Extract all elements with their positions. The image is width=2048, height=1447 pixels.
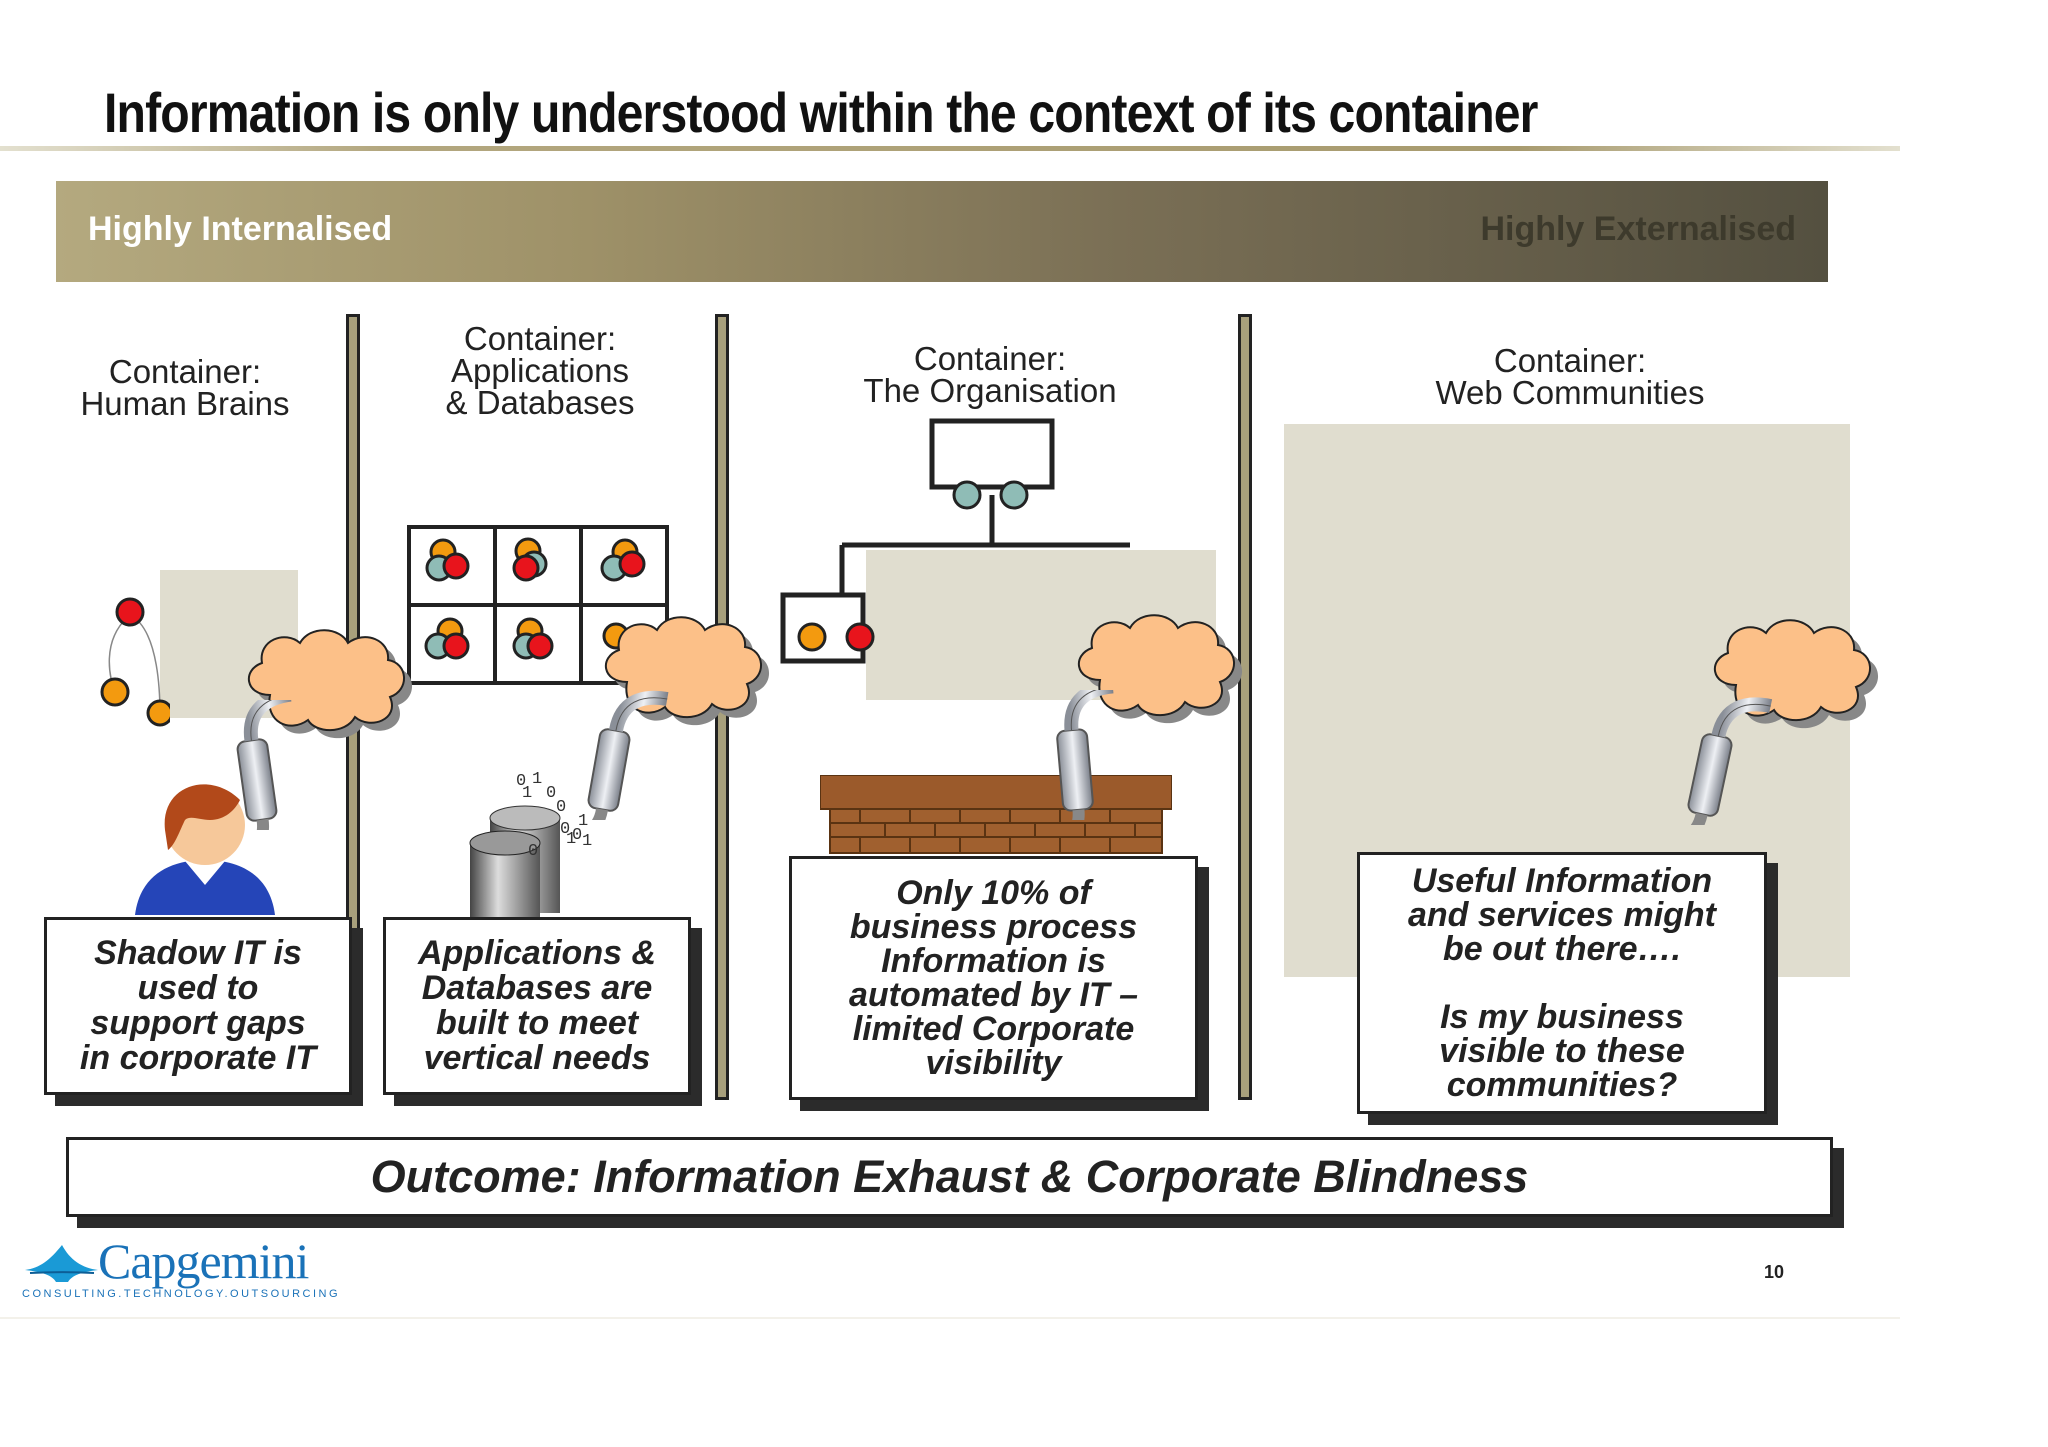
slide-title: Information is only understood within th… [104, 81, 1538, 144]
title-rule [0, 146, 1900, 151]
binary-digit: 1 [578, 812, 589, 831]
capgemini-logo-text: Capgemini [98, 1233, 309, 1289]
binary-digit: 0 [556, 798, 567, 817]
exhaust-pipe-icon [1675, 695, 1785, 825]
brick-wall-icon [820, 775, 1172, 854]
binary-digit: 1 [582, 832, 593, 851]
database-icon [469, 805, 561, 918]
outcome-banner: Outcome: Information Exhaust & Corporate… [66, 1137, 1833, 1217]
exhaust-pipe-icon [574, 690, 684, 820]
container-label-organisation: Container: The Organisation [863, 340, 1117, 409]
container-label-human-brains: Container: Human Brains [80, 353, 290, 422]
container-label-applications: Container: Applications & Databases [445, 320, 635, 421]
binary-digit: 1 [566, 830, 577, 849]
binary-digit: 0 [560, 820, 571, 839]
binary-digit: 0 [572, 826, 583, 845]
binary-digit: 0 [546, 784, 557, 803]
internal-external-banner: Highly Internalised Highly Externalised [56, 181, 1828, 282]
callout-applications: Applications & Databases are built to me… [383, 917, 691, 1095]
callout-organisation: Only 10% of business process Information… [789, 856, 1198, 1100]
binary-digit: 0 [528, 842, 539, 861]
binary-digit: 1 [532, 770, 543, 789]
binary-digit: 1 [522, 784, 533, 803]
capgemini-tagline: CONSULTING.TECHNOLOGY.OUTSOURCING [22, 1288, 341, 1300]
binary-digit: 0 [516, 772, 527, 791]
banner-left-label: Highly Internalised [88, 210, 393, 248]
callout-web-communities: Useful Information and services might be… [1357, 852, 1767, 1114]
network-nodes-icon [100, 597, 170, 727]
callout-shadow-it: Shadow IT is used to support gaps in cor… [44, 917, 352, 1095]
capgemini-spade-icon [25, 1245, 98, 1282]
exhaust-pipe-icon [1040, 690, 1150, 820]
column-divider-3 [1238, 314, 1252, 1100]
person-icon [135, 784, 275, 915]
container-label-web-communities: Container: Web Communities [1435, 342, 1705, 411]
org-chart-icon [780, 418, 1130, 664]
exhaust-pipe-icon [222, 700, 332, 830]
footer-divider [0, 1317, 1900, 1319]
page-number: 10 [1764, 1262, 1785, 1282]
banner-right-label: Highly Externalised [1480, 210, 1796, 248]
